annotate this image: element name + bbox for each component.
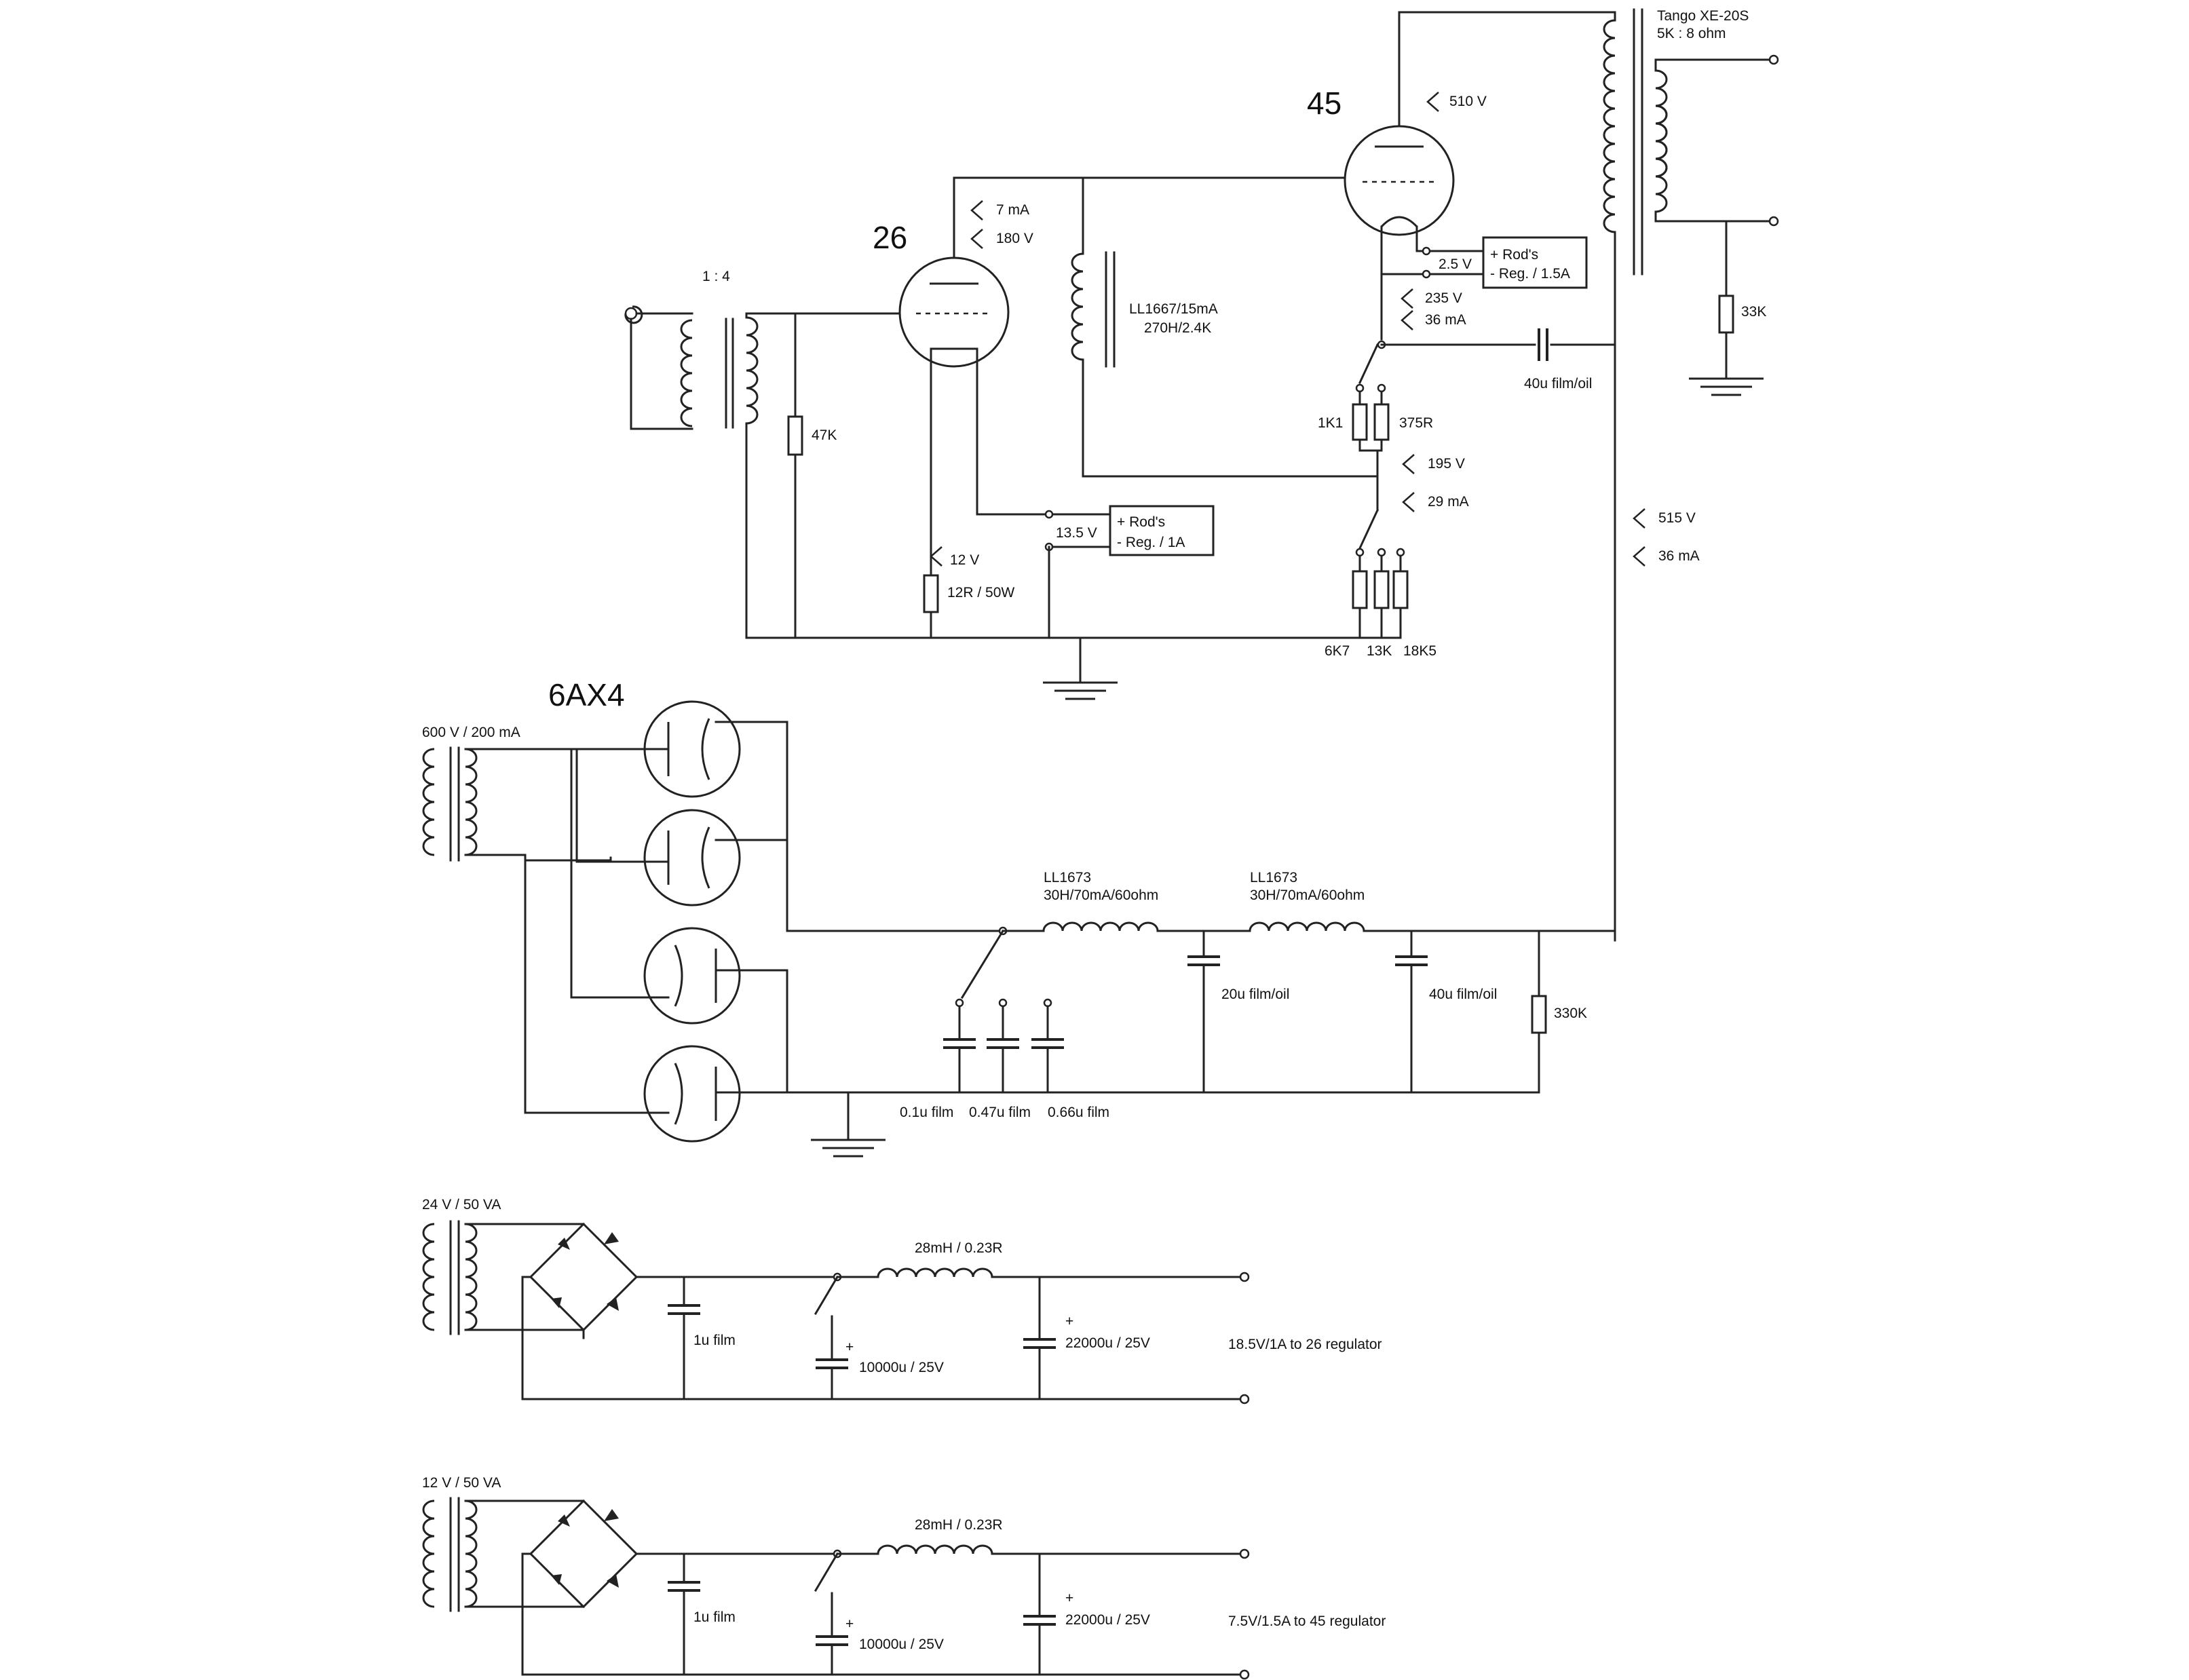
r-12r-label: 12R / 50W xyxy=(947,585,1014,600)
v-235-annotation: 235 V xyxy=(1425,290,1462,306)
r-1k1-label: 1K1 xyxy=(1318,415,1343,431)
psu24-choke-label: 28mH / 0.23R xyxy=(915,1240,1003,1256)
reg45-line2: - Reg. / 1.5A xyxy=(1490,266,1570,282)
psu-hv-xfmr-label: 600 V / 200 mA xyxy=(422,725,520,740)
r-33k-label: 33K xyxy=(1741,304,1766,320)
hv-transformer xyxy=(422,746,578,1114)
reg26-line2: - Reg. / 1A xyxy=(1117,535,1185,550)
xfmr-name-label: Tango XE-20S xyxy=(1657,8,1749,24)
v-195-annotation: 195 V xyxy=(1428,456,1465,472)
r-18k5 xyxy=(1392,570,1409,609)
ground-symbol xyxy=(1042,681,1119,700)
r-13k-label: 13K xyxy=(1367,643,1392,659)
i-36ma-rail-annotation: 36 mA xyxy=(1658,548,1700,564)
r-330k-label: 330K xyxy=(1554,1006,1587,1021)
tube-26-label: 26 xyxy=(873,220,907,255)
r-18k5-label: 18K5 xyxy=(1403,643,1436,659)
output-transformer: Tango XE-20S 5K : 8 ohm xyxy=(1398,8,1779,942)
v-180-annotation: 180 V xyxy=(996,231,1033,246)
psu24-xfmr-label: 24 V / 50 VA xyxy=(422,1197,501,1213)
v-12-annotation: 12 V xyxy=(950,552,979,568)
tube-45-label: 45 xyxy=(1307,85,1341,121)
c-0-66u-label: 0.66u film xyxy=(1048,1105,1109,1120)
r-6k7-label: 6K7 xyxy=(1325,643,1350,659)
r-33k xyxy=(1718,294,1734,334)
choke1-line1: LL1673 xyxy=(1044,870,1091,885)
psu-24v: 24 V / 50 VA 28mH / 0.23R 1u film xyxy=(422,1197,1382,1405)
r-1k1 xyxy=(1352,403,1368,441)
rectifier-tube-2 xyxy=(643,809,741,906)
psu24-plus2: + xyxy=(1065,1314,1073,1329)
c-40u-psu-label: 40u film/oil xyxy=(1429,987,1497,1002)
reg26-line1: + Rod's xyxy=(1117,514,1165,530)
tube-26: 26 xyxy=(873,176,1010,577)
c-40u-coupling-label: 40u film/oil xyxy=(1524,376,1592,392)
psu-12v: 12 V / 50 VA 28mH / 0.23R 1u film + 1000… xyxy=(422,1475,1386,1680)
input-ratio-label: 1 : 4 xyxy=(702,269,730,284)
v-2-5-label: 2.5 V xyxy=(1439,256,1472,272)
choke-ll1667: LL1667/15mA 270H/2.4K xyxy=(1071,176,1218,478)
psu24-out-plus[interactable] xyxy=(1239,1272,1250,1282)
input-transformer: 1 : 4 xyxy=(624,269,945,639)
psu12-out-minus[interactable] xyxy=(1239,1669,1250,1680)
grid-resistor-47k: 47K xyxy=(787,312,837,639)
tube-45: 45 xyxy=(1307,11,1455,341)
r-330k xyxy=(1531,995,1547,1034)
psu12-choke-label: 28mH / 0.23R xyxy=(915,1517,1003,1533)
speaker-terminal-hot[interactable] xyxy=(1768,54,1779,65)
input-terminal[interactable] xyxy=(624,307,638,320)
psu24-c3-label: 22000u / 25V xyxy=(1065,1335,1150,1351)
psu12-c2-label: 10000u / 25V xyxy=(859,1637,944,1652)
ll1667-line1: LL1667/15mA xyxy=(1129,301,1218,317)
psu24-plus1: + xyxy=(845,1339,854,1355)
r-6k7 xyxy=(1352,570,1368,609)
v-515-annotation: 515 V xyxy=(1658,510,1696,526)
v-13-5-label: 13.5 V xyxy=(1056,525,1097,541)
choke2-line2: 30H/70mA/60ohm xyxy=(1250,887,1365,903)
psu12-c3-label: 22000u / 25V xyxy=(1065,1612,1150,1628)
rectifier-tube-3 xyxy=(643,927,741,1025)
psu12-plus2: + xyxy=(1065,1590,1073,1606)
psu12-xfmr-label: 12 V / 50 VA xyxy=(422,1475,501,1491)
speaker-terminal-cold[interactable] xyxy=(1768,216,1779,227)
c-0-47u-label: 0.47u film xyxy=(969,1105,1031,1120)
reg45-line1: + Rod's xyxy=(1490,247,1538,263)
psu12-plus1: + xyxy=(845,1616,854,1632)
psu12-out-plus[interactable] xyxy=(1239,1548,1250,1559)
c-0-1u-label: 0.1u film xyxy=(900,1105,953,1120)
psu24-out-label: 18.5V/1A to 26 regulator xyxy=(1228,1337,1382,1352)
i-29ma-annotation: 29 mA xyxy=(1428,494,1469,510)
i-36ma-top-annotation: 36 mA xyxy=(1425,312,1466,328)
v-510-annotation: 510 V xyxy=(1449,94,1487,109)
psu24-out-minus[interactable] xyxy=(1239,1394,1250,1405)
xfmr-ratio-label: 5K : 8 ohm xyxy=(1657,26,1726,41)
choke2-line1: LL1673 xyxy=(1250,870,1297,885)
r-13k xyxy=(1373,570,1390,609)
psu12-c1-label: 1u film xyxy=(693,1609,736,1625)
tube-6ax4-label: 6AX4 xyxy=(548,677,625,712)
choke1-line2: 30H/70mA/60ohm xyxy=(1044,887,1158,903)
r-375r xyxy=(1373,403,1390,441)
r-375r-label: 375R xyxy=(1399,415,1433,431)
rectifier-tube-4 xyxy=(643,1045,741,1143)
ll1667-line2: 270H/2.4K xyxy=(1144,320,1211,336)
c-20u-label: 20u film/oil xyxy=(1221,987,1289,1002)
regulator-26-box xyxy=(1109,505,1215,556)
regulator-45-box xyxy=(1482,236,1588,289)
r-47k-label: 47K xyxy=(812,427,837,443)
psu12-out-label: 7.5V/1.5A to 45 regulator xyxy=(1228,1614,1386,1629)
i-7ma-annotation: 7 mA xyxy=(996,202,1029,218)
psu24-c2-label: 10000u / 25V xyxy=(859,1360,944,1375)
psu24-c1-label: 1u film xyxy=(693,1333,736,1348)
